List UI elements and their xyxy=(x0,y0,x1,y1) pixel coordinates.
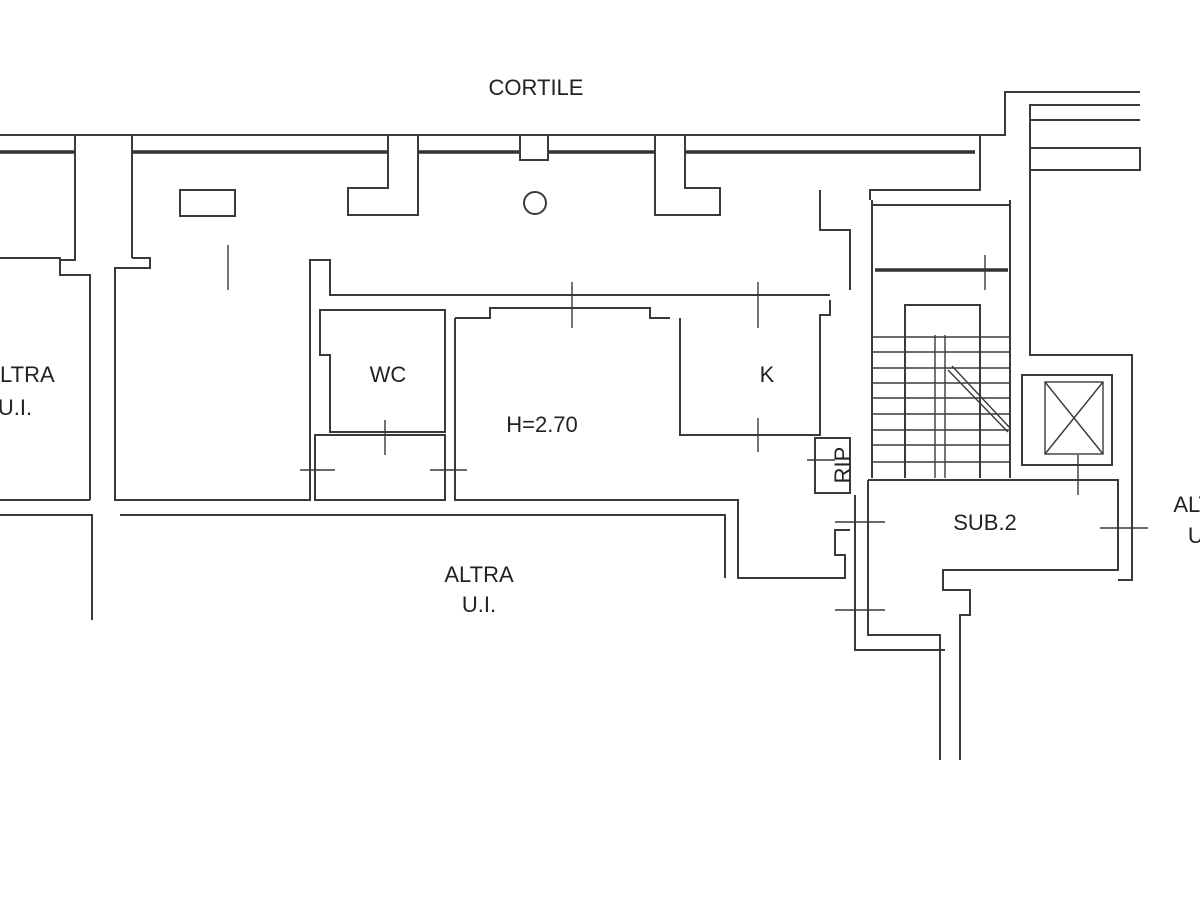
wc-label: WC xyxy=(370,362,407,387)
door-markers xyxy=(227,245,1148,611)
walls xyxy=(0,91,1141,760)
subunit-label: SUB.2 xyxy=(953,510,1017,535)
bottom-unit-label: ALTRA xyxy=(444,562,514,587)
bottom-unit-label-2: U.I. xyxy=(462,592,496,617)
left-unit-label: ALTRA xyxy=(0,362,55,387)
right-unit-label: ALTRA xyxy=(1173,492,1200,517)
left-unit-label-2: U.I. xyxy=(0,395,32,420)
right-unit-label-2: U.I. xyxy=(1188,523,1200,548)
storage-label: RIP xyxy=(830,447,855,484)
courtyard-label: CORTILE xyxy=(489,75,584,100)
stair-treads xyxy=(872,336,1010,463)
room-labels: CORTILE ALTRA U.I. WC K H=2.70 RIP SUB.2… xyxy=(0,75,1200,617)
ceiling-height-label: H=2.70 xyxy=(506,412,578,437)
kitchen-label: K xyxy=(760,362,775,387)
